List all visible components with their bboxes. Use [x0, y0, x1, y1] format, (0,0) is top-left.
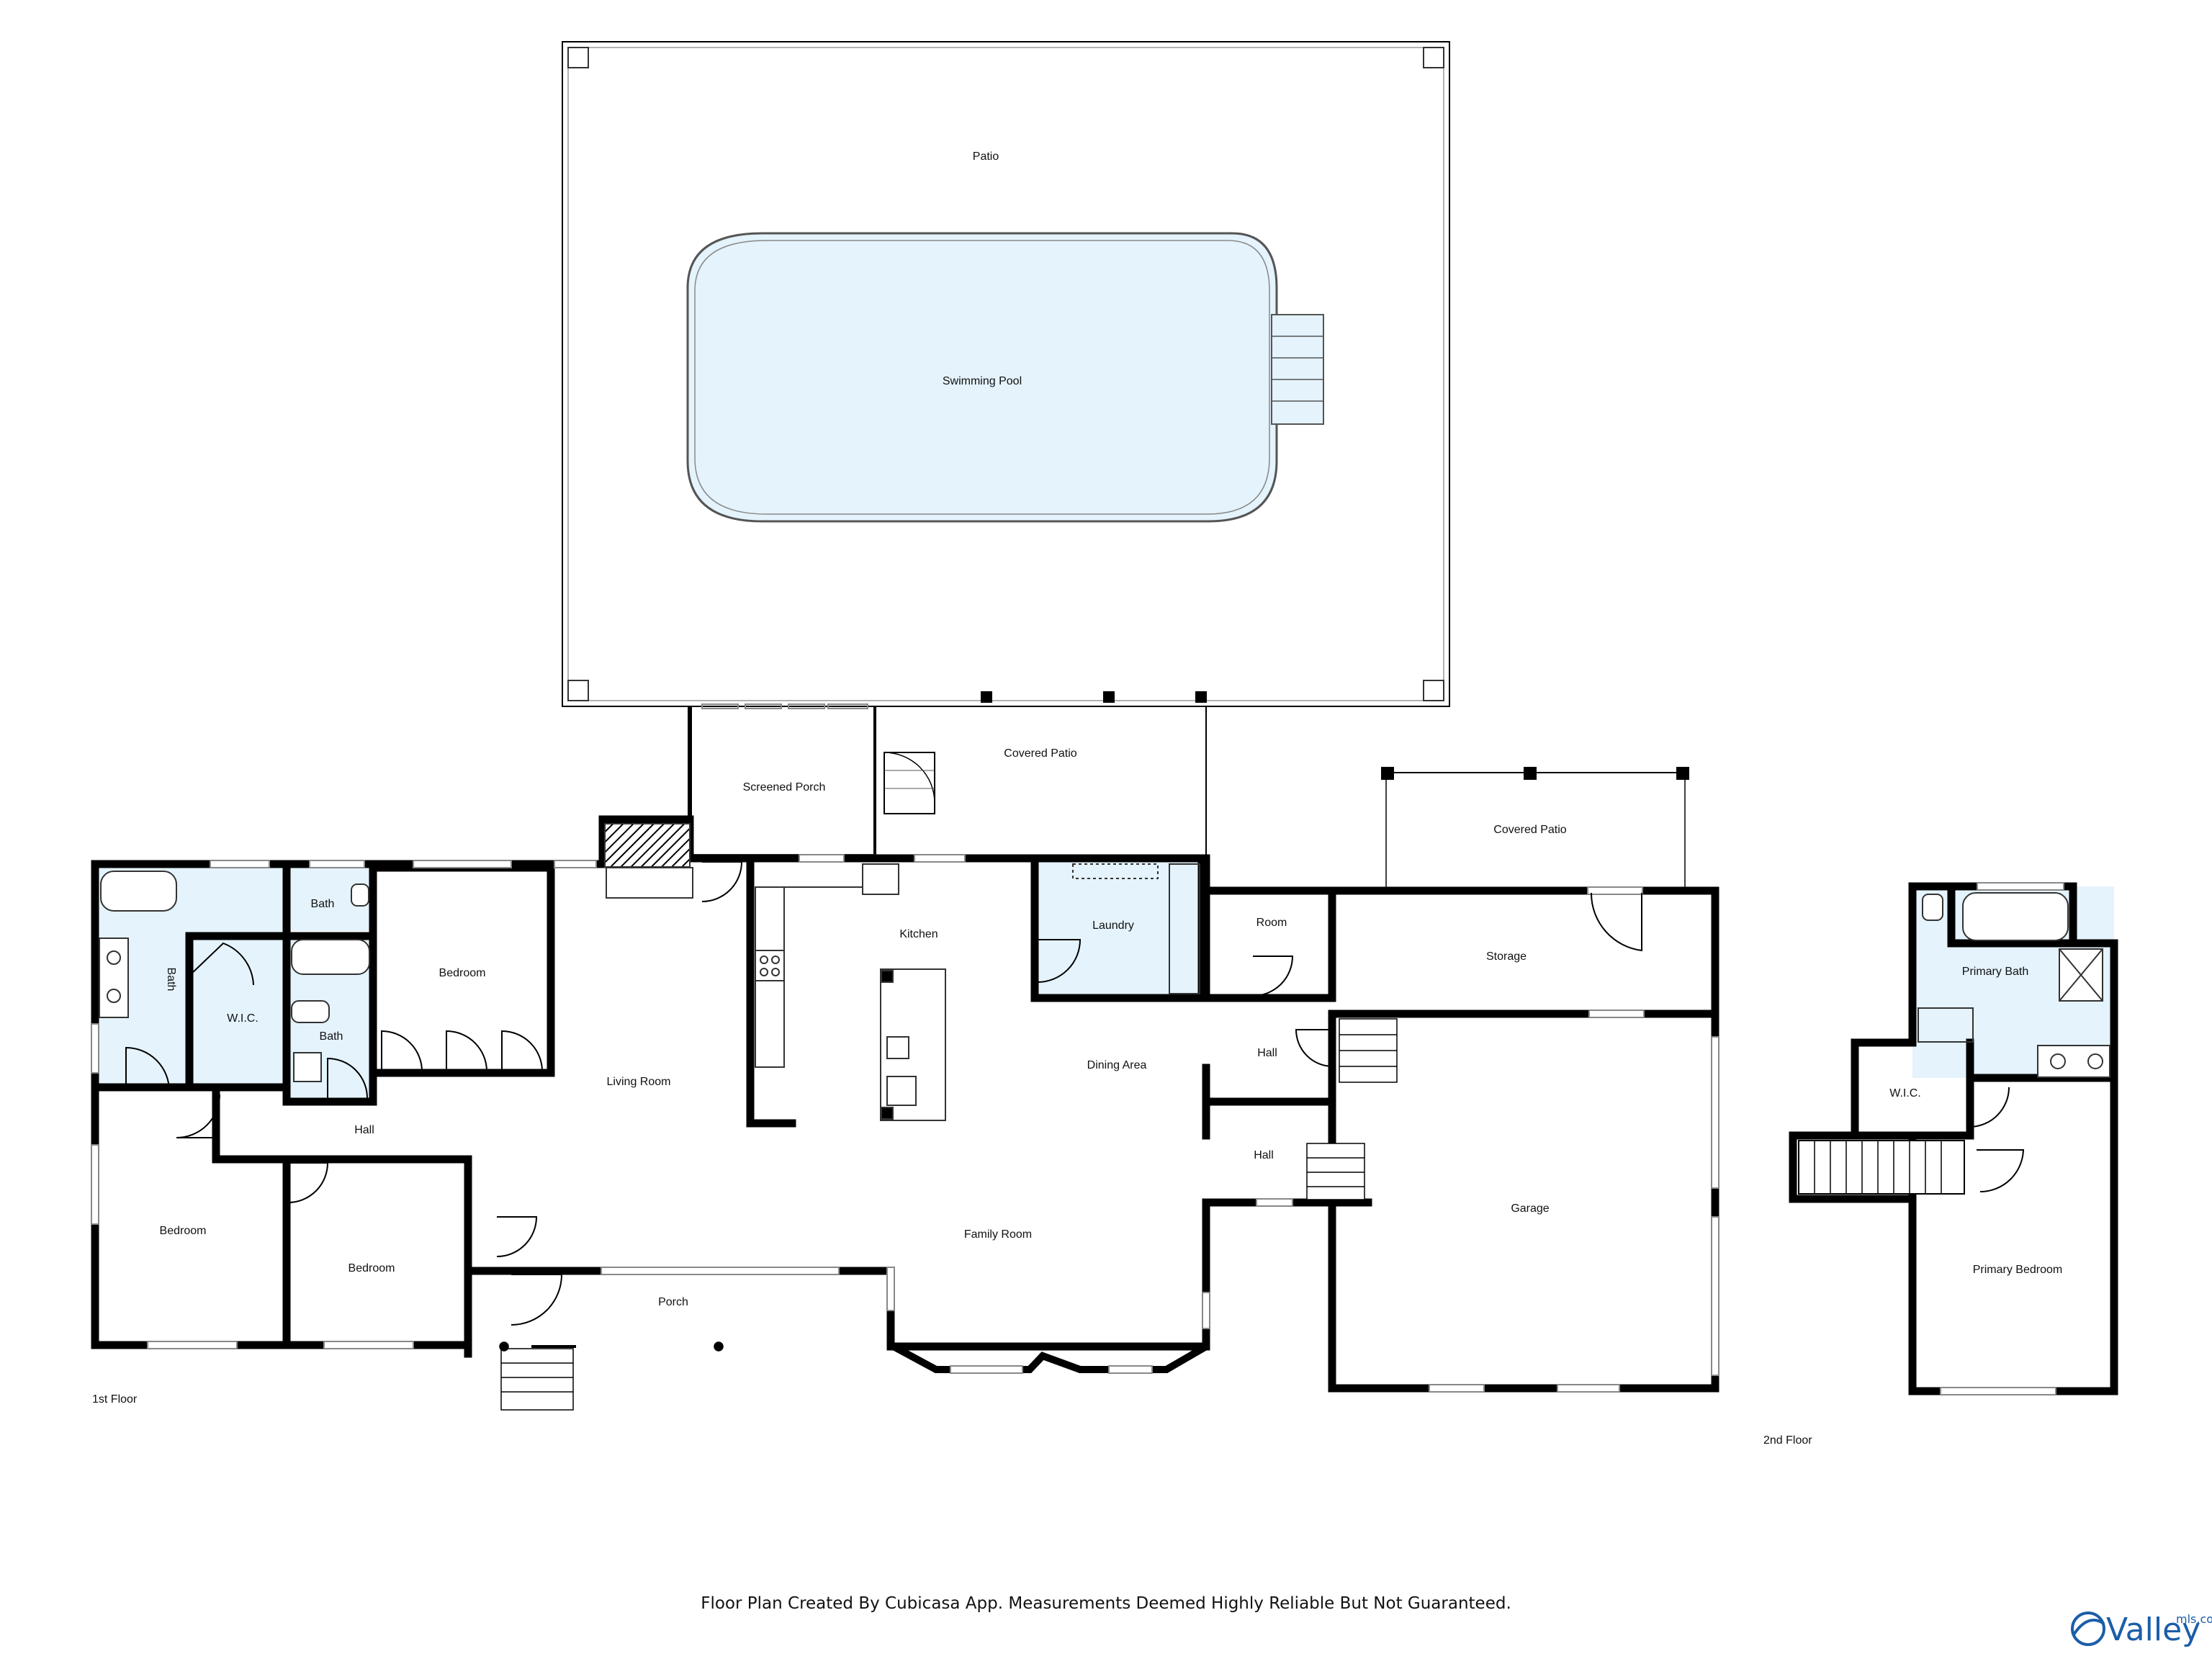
bedroom-bottom-label: Bedroom — [349, 1262, 395, 1274]
logo-suffix: mls.com — [2176, 1612, 2212, 1626]
garage-covered-patio-label: Covered Patio — [1493, 824, 1566, 836]
hall-label-left: Hall — [354, 1124, 374, 1136]
second-floor-label: 2nd Floor — [1763, 1434, 1812, 1447]
patio-label: Patio — [973, 150, 999, 163]
living-room-label: Living Room — [607, 1076, 671, 1088]
porch-label: Porch — [658, 1296, 688, 1308]
laundry-label: Laundry — [1092, 920, 1134, 932]
covered-patio-label: Covered Patio — [1004, 747, 1076, 760]
fixtures — [99, 823, 2110, 1121]
garage-covered-patio — [1381, 767, 1689, 887]
hall-label-lower: Hall — [1254, 1149, 1274, 1161]
swimming-pool-label: Swimming Pool — [943, 375, 1022, 387]
screened-porch-label: Screened Porch — [743, 781, 826, 793]
valley-logo: Valley mls.com — [2071, 1611, 2212, 1648]
wic-second-label: W.I.C. — [1889, 1087, 1921, 1100]
garage-label: Garage — [1511, 1202, 1549, 1215]
windows — [91, 854, 2064, 1395]
hall-label-upper: Hall — [1257, 1047, 1277, 1059]
patio-stairs — [884, 752, 935, 814]
bath-hall-label: Bath — [320, 1030, 343, 1043]
logo-name: Valley — [2106, 1611, 2200, 1648]
first-floor-label: 1st Floor — [92, 1393, 138, 1406]
second-floor-stairs — [1798, 1140, 1965, 1195]
doors — [125, 861, 2025, 1326]
disclaimer-caption: Floor Plan Created By Cubicasa App. Meas… — [701, 1594, 1511, 1613]
primary-bedroom-label: Primary Bedroom — [1973, 1264, 2062, 1276]
primary-bath-label: Primary Bath — [1962, 966, 2028, 978]
family-room-label: Family Room — [964, 1228, 1032, 1241]
kitchen-label: Kitchen — [899, 928, 938, 940]
swimming-pool — [686, 232, 1324, 523]
first-floor-stairs — [499, 1018, 1398, 1411]
floor-labels: 1st Floor 2nd Floor — [92, 1393, 1812, 1447]
wic-label: W.I.C. — [227, 1012, 258, 1025]
bath-master-label: Bath — [165, 968, 177, 992]
room-labels: Patio Swimming Pool Screened Porch Cover… — [160, 150, 2063, 1308]
swoosh-icon — [2071, 1611, 2105, 1646]
room-label: Room — [1256, 917, 1287, 929]
covered-patio-structure — [688, 691, 1207, 857]
bedroom-left-label: Bedroom — [160, 1225, 207, 1237]
bedroom-top-label: Bedroom — [439, 967, 486, 979]
pool-steps — [1271, 314, 1324, 425]
bath-small-label: Bath — [311, 898, 335, 910]
bay-window — [889, 1341, 1208, 1373]
storage-label: Storage — [1486, 950, 1527, 963]
dining-area-label: Dining Area — [1087, 1059, 1147, 1071]
